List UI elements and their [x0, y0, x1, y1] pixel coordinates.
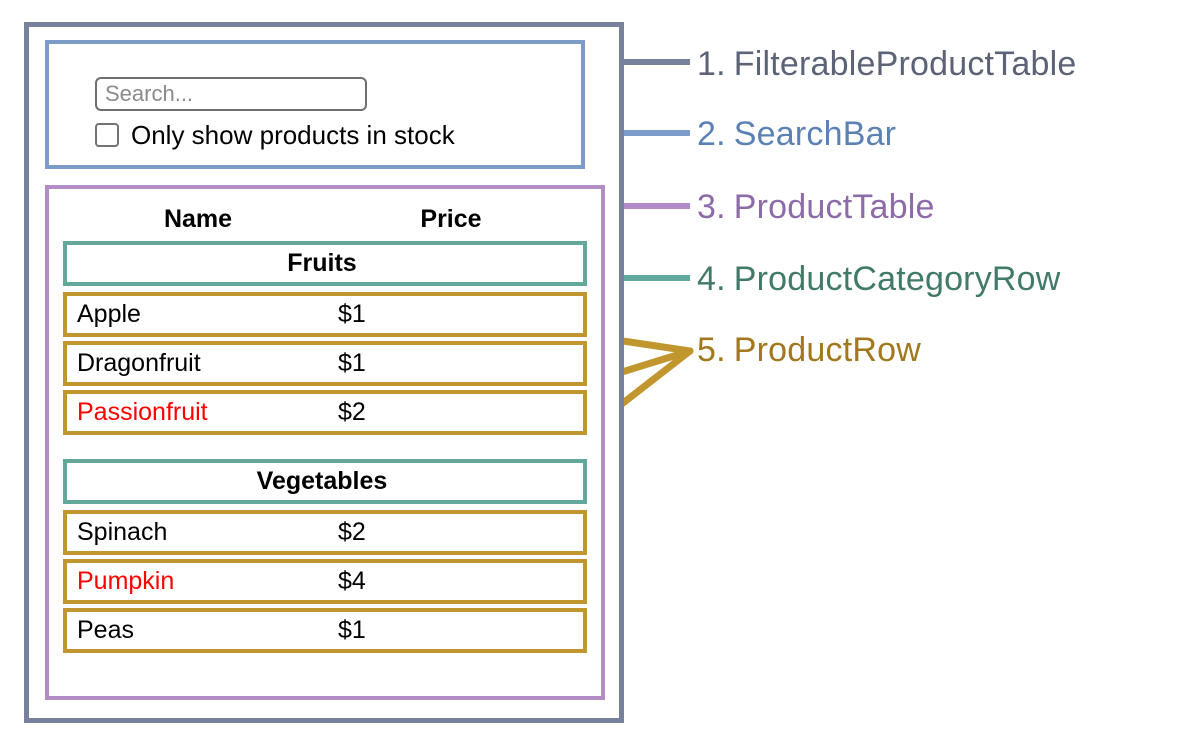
- product-row[interactable]: Spinach $2: [63, 510, 587, 555]
- product-category-label: Vegetables: [256, 467, 388, 495]
- product-table: Name Price Fruits Apple $1 Dragonfruit $…: [63, 197, 587, 657]
- product-price: $1: [337, 616, 366, 644]
- legend-item-product-row: 5.ProductRow: [697, 333, 921, 367]
- legend-item-search-bar: 2.SearchBar: [697, 117, 896, 151]
- legend-number: 5.: [697, 331, 726, 369]
- legend-label: ProductCategoryRow: [733, 260, 1061, 298]
- legend-label: ProductTable: [733, 188, 935, 226]
- product-name: Dragonfruit: [77, 349, 201, 377]
- product-name: Peas: [77, 616, 134, 644]
- category-spacer: [63, 439, 587, 459]
- product-price: $2: [337, 398, 366, 426]
- product-row[interactable]: Dragonfruit $1: [63, 341, 587, 386]
- legend-item-filterable-product-table: 1.FilterableProductTable: [697, 47, 1076, 81]
- product-table-frame: Name Price Fruits Apple $1 Dragonfruit $…: [45, 185, 605, 700]
- column-header-name: Name: [163, 204, 233, 233]
- product-price: $4: [337, 567, 366, 595]
- table-header-row: Name Price: [63, 197, 587, 241]
- in-stock-filter-row[interactable]: Only show products in stock: [95, 122, 455, 148]
- legend-label: ProductRow: [733, 331, 921, 369]
- product-category-row: Fruits: [63, 241, 587, 286]
- legend-number: 2.: [697, 115, 726, 153]
- legend-item-product-table: 3.ProductTable: [697, 190, 935, 224]
- product-name: Apple: [77, 300, 141, 328]
- legend-number: 4.: [697, 260, 726, 298]
- product-row[interactable]: Pumpkin $4: [63, 559, 587, 604]
- product-category-label: Fruits: [287, 249, 357, 277]
- product-row[interactable]: Peas $1: [63, 608, 587, 653]
- legend-number: 3.: [697, 188, 726, 226]
- product-name: Spinach: [77, 518, 168, 546]
- product-name: Pumpkin: [77, 567, 175, 595]
- product-row[interactable]: Apple $1: [63, 292, 587, 337]
- checkbox-icon[interactable]: [95, 123, 119, 147]
- legend-item-product-category-row: 4.ProductCategoryRow: [697, 262, 1061, 296]
- search-input[interactable]: [95, 77, 367, 111]
- product-row[interactable]: Passionfruit $2: [63, 390, 587, 435]
- legend-label: SearchBar: [733, 115, 897, 153]
- product-category-row: Vegetables: [63, 459, 587, 504]
- column-header-price: Price: [420, 204, 482, 233]
- product-price: $2: [337, 518, 366, 546]
- product-name: Passionfruit: [77, 398, 208, 426]
- product-price: $1: [337, 349, 366, 377]
- search-bar-frame: Only show products in stock: [45, 40, 585, 169]
- in-stock-filter-label: Only show products in stock: [131, 120, 455, 150]
- legend-number: 1.: [697, 45, 726, 83]
- legend-label: FilterableProductTable: [733, 45, 1077, 83]
- product-price: $1: [337, 300, 366, 328]
